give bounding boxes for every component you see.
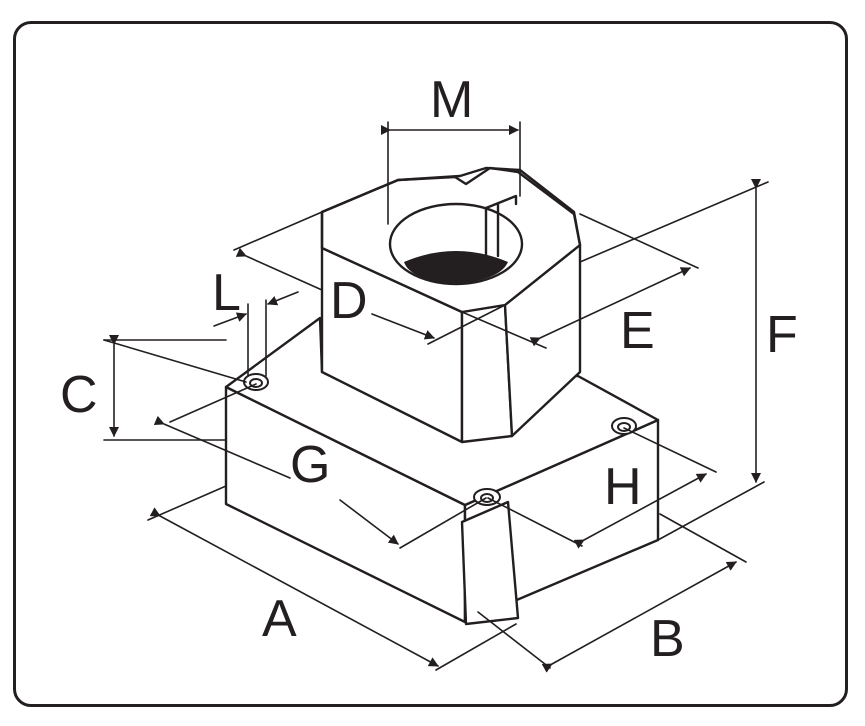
dim-l-arrow-a [213,312,247,327]
dim-l-arrow-b [267,291,299,306]
dim-e-ext-top [579,213,699,269]
label-g: G [290,436,330,494]
dim-d-ext-top [233,211,323,251]
dim-a-ext-left [147,485,227,521]
label-m: M [430,71,473,129]
label-d: D [330,272,368,330]
label-e: E [620,302,655,360]
dim-b-arrow [541,561,737,673]
label-h: H [604,458,642,516]
dim-h-arrow [573,473,707,549]
dim-b-ext-right [659,513,747,563]
upper-block [320,166,582,444]
dimension-lines [103,121,769,673]
dim-g-ext-left [169,383,257,423]
dimension-labels: M D E F C L G H A B [60,71,798,668]
dim-d-arrow-a [235,247,323,291]
dim-d-arrow-b [371,313,435,340]
label-l: L [212,264,241,322]
dim-h-ext-right [623,427,717,473]
dim-d-ext-front [427,304,506,345]
dim-f-ext-top [579,181,769,263]
bore-shadow [404,251,508,284]
label-a: A [262,590,297,648]
label-f: F [766,306,798,364]
dim-a-arrow [149,507,439,667]
dim-b-ext-left [477,611,551,669]
label-c: C [60,366,98,424]
upper-front-chamfer [460,303,514,444]
dim-h-ext-left [487,497,583,547]
dim-e-arrow [529,267,691,347]
dim-g-arrow-a [153,415,291,479]
label-b: B [650,610,685,668]
dim-a-ext-right [435,623,517,671]
dim-c-ext-diag [103,339,247,383]
base-front-chamfer [460,500,520,626]
